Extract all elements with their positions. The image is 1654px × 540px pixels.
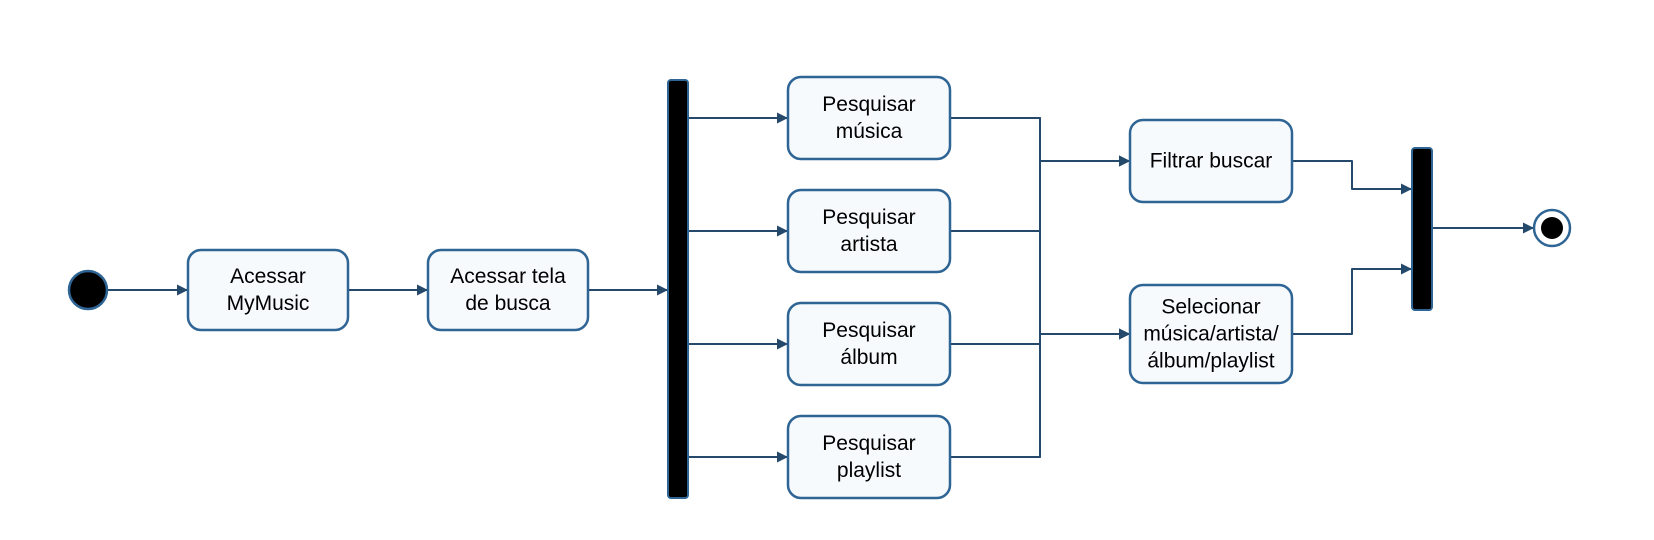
action-box [426, 248, 590, 332]
fork-bar [667, 79, 689, 499]
node-pesquisar-artista: Pesquisar artista [786, 188, 952, 274]
action-label: Pesquisar [822, 93, 915, 116]
node-end [1532, 208, 1572, 248]
action-label: álbum [840, 346, 897, 369]
action-box [1128, 283, 1294, 385]
action-label: música/artista/ [1143, 323, 1279, 346]
action-label: playlist [837, 459, 901, 482]
action-label: MyMusic [227, 292, 310, 315]
action-label: álbum/playlist [1147, 350, 1274, 373]
action-label: Selecionar [1161, 296, 1260, 319]
action-label: Acessar tela [450, 265, 566, 288]
action-box [786, 188, 952, 274]
action-box [786, 301, 952, 387]
node-fork [667, 79, 689, 499]
edge-pesquisar-playlist-to-selecionar [950, 328, 1130, 458]
node-acessar-tela-busca: Acessar tela de busca [426, 248, 590, 332]
join-bar [1411, 147, 1433, 311]
action-label: Pesquisar [822, 432, 915, 455]
edges-layer [107, 112, 1534, 463]
node-filtrar-buscar: Filtrar buscar [1128, 118, 1294, 204]
final-node-dot [1541, 217, 1563, 239]
action-box [186, 248, 350, 332]
action-label: artista [840, 233, 898, 256]
node-pesquisar-album: Pesquisar álbum [786, 301, 952, 387]
edge-filtrar-buscar-to-join [1292, 160, 1412, 195]
node-selecionar: Selecionar música/artista/álbum/playlist [1128, 283, 1294, 385]
action-label: Acessar [230, 265, 306, 288]
action-label: Pesquisar [822, 206, 915, 229]
node-pesquisar-playlist: Pesquisar playlist [786, 414, 952, 500]
action-label: de busca [465, 292, 551, 315]
action-label: música [836, 120, 903, 143]
edge-selecionar-to-join [1292, 263, 1412, 335]
action-label: Filtrar buscar [1150, 150, 1273, 173]
node-start [67, 269, 109, 311]
action-box [786, 414, 952, 500]
initial-node [67, 269, 109, 311]
action-label: Pesquisar [822, 319, 915, 342]
edge-pesquisar-artista-to-selecionar [950, 230, 1130, 340]
node-join [1411, 147, 1433, 311]
action-box [1128, 118, 1294, 204]
node-pesquisar-musica: Pesquisar música [786, 75, 952, 161]
action-box [786, 75, 952, 161]
